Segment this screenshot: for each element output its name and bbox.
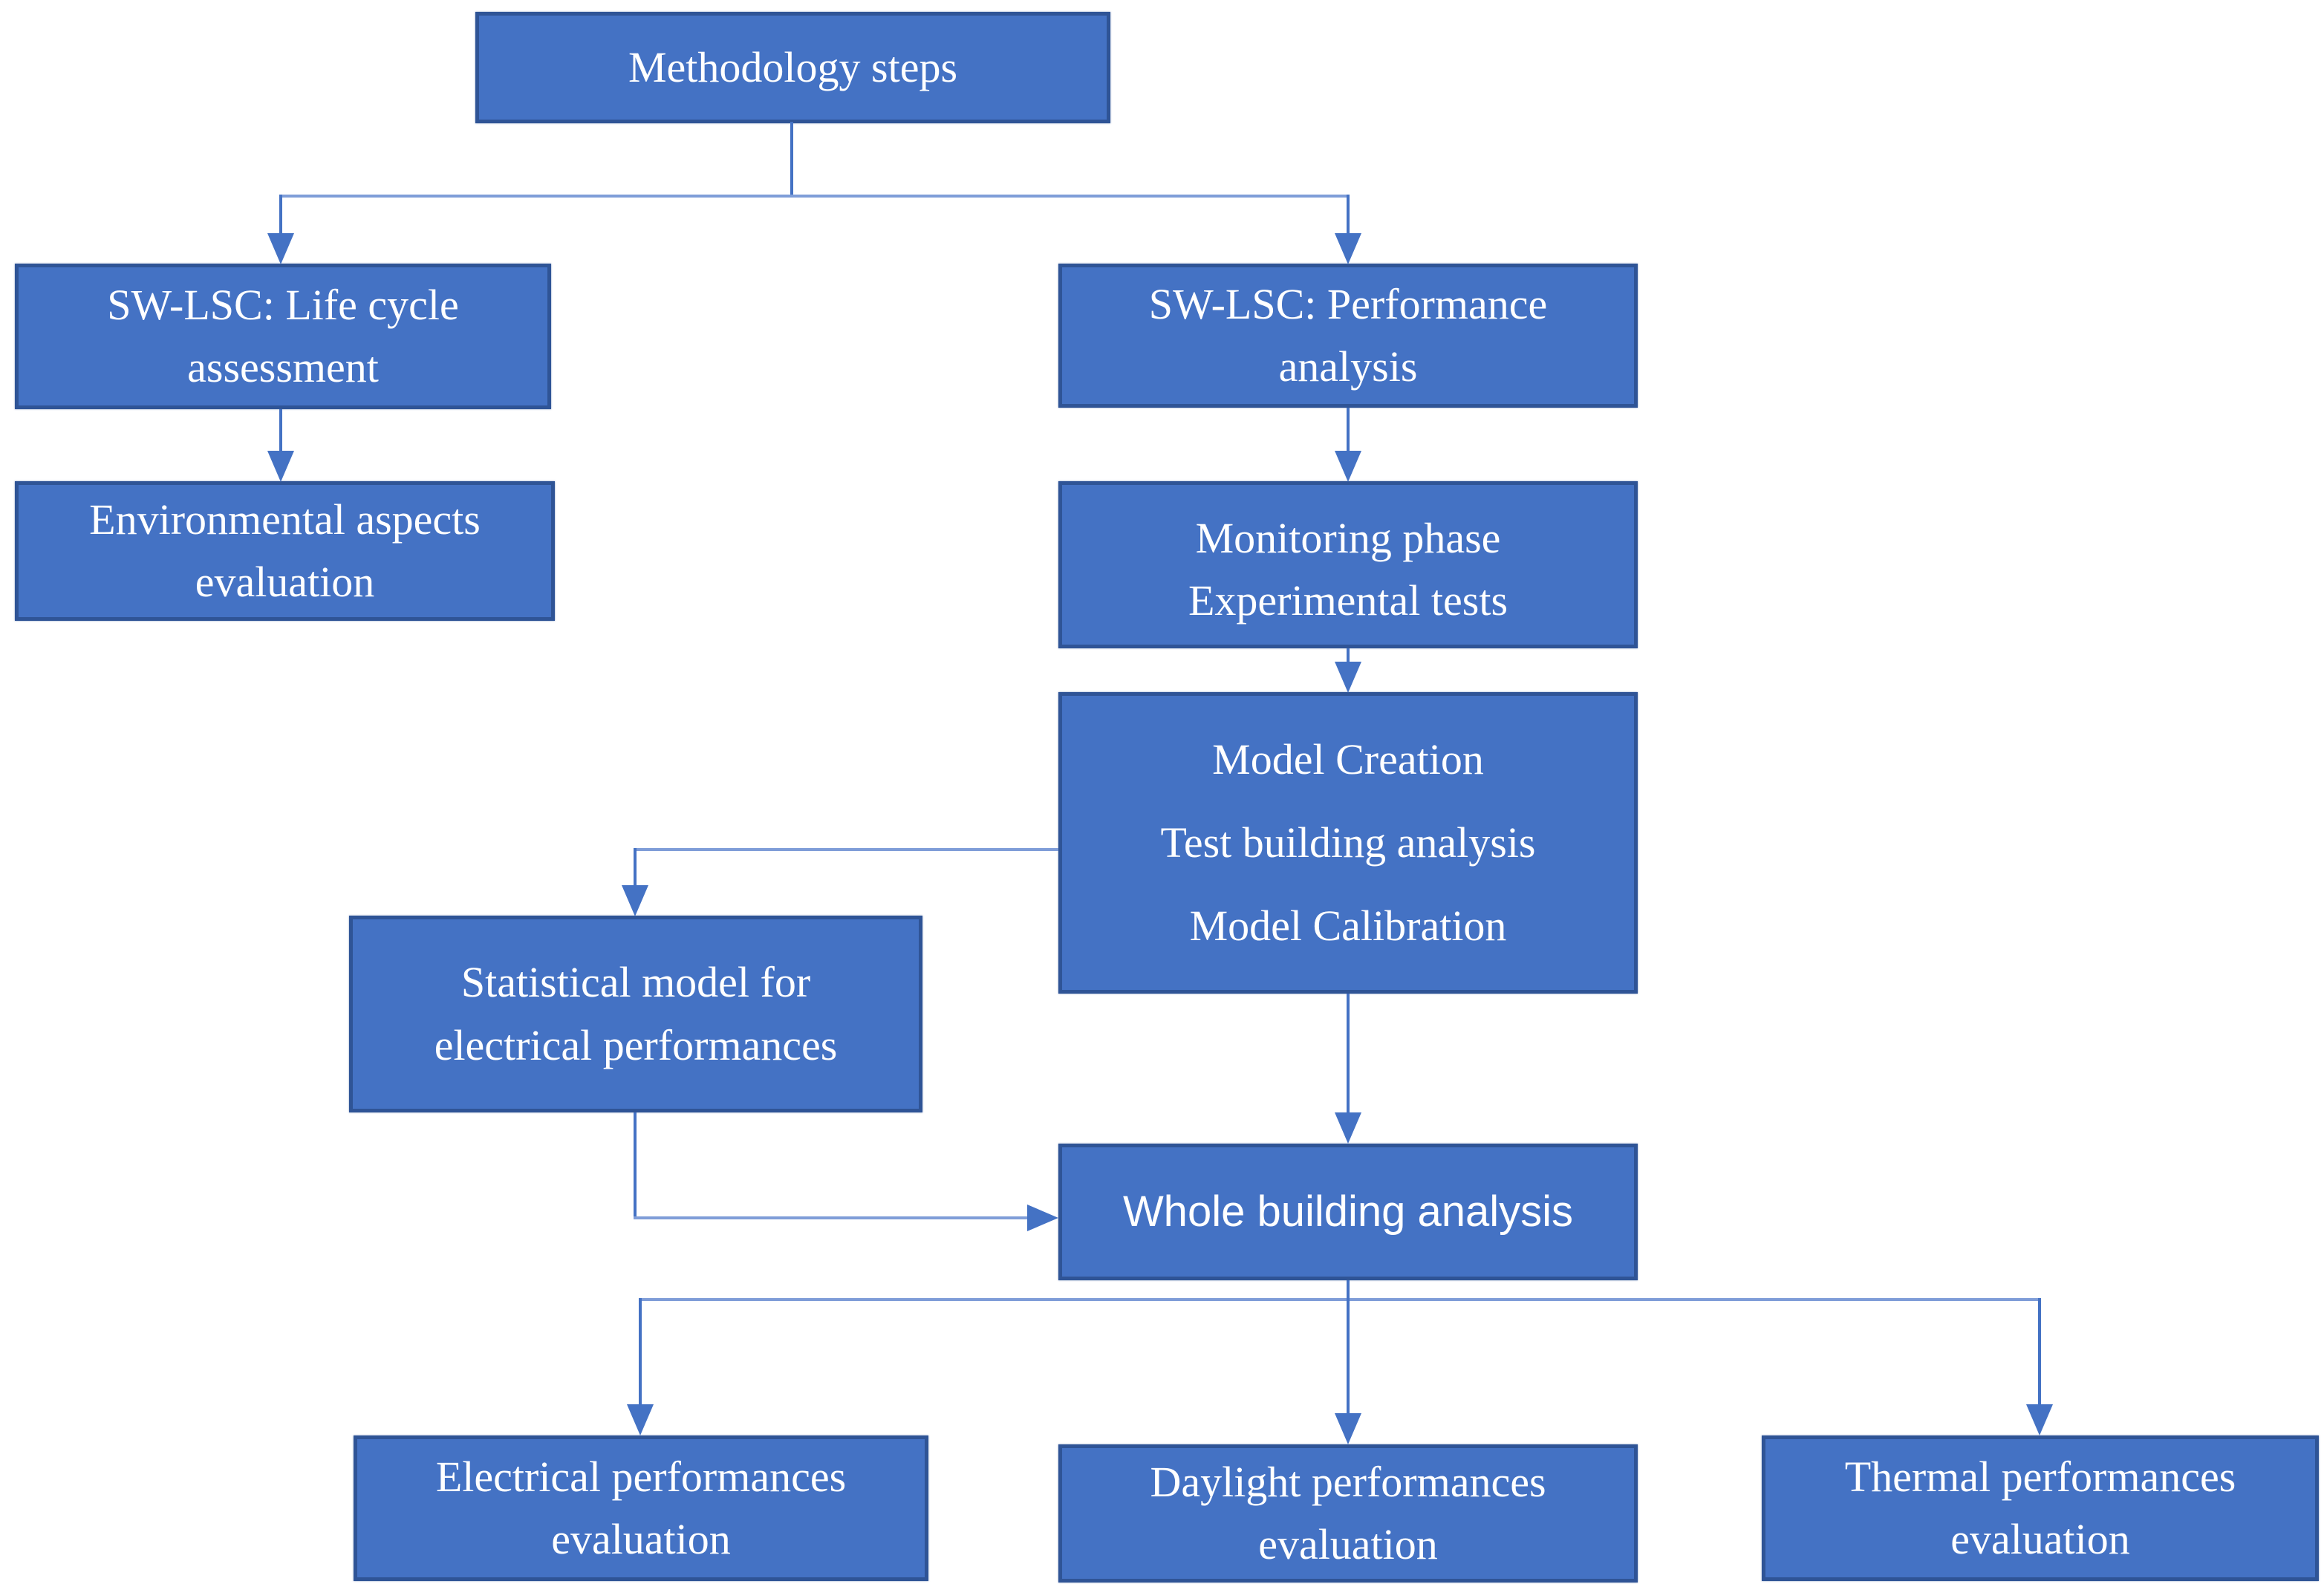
- node-label-line: Electrical performances: [435, 1452, 847, 1501]
- node-label-line: SW-LSC: Life cycle: [107, 280, 459, 329]
- arrowhead-to-statistical: [622, 885, 648, 916]
- connector-to-daylight: [1347, 1298, 1350, 1417]
- node-label-line: Daylight performances: [1150, 1457, 1546, 1506]
- node-label-line: assessment: [187, 343, 379, 391]
- node-label-line: electrical performances: [434, 1020, 838, 1069]
- arrowhead-into-whole-left: [1027, 1205, 1058, 1231]
- node-label-line: SW-LSC: Performance: [1148, 279, 1548, 328]
- node-electrical-performances: Electrical performances evaluation: [354, 1435, 928, 1581]
- node-statistical-model: Statistical model for electrical perform…: [349, 916, 922, 1112]
- connector-model-to-statistical-v: [634, 848, 637, 891]
- connector-methodology-stem: [790, 122, 793, 198]
- arrowhead-to-daylight: [1335, 1413, 1361, 1444]
- arrowhead-to-monitoring: [1335, 451, 1361, 482]
- node-label-line: evaluation: [551, 1515, 731, 1563]
- arrowhead-to-whole: [1335, 1112, 1361, 1144]
- connector-model-to-statistical-h: [635, 848, 1058, 851]
- connector-to-electrical: [639, 1298, 642, 1408]
- node-methodology-steps: Methodology steps: [475, 12, 1110, 123]
- connector-to-life-cycle: [279, 195, 282, 239]
- node-whole-building-analysis: Whole building analysis: [1058, 1144, 1638, 1280]
- node-label-line: evaluation: [195, 558, 375, 606]
- connector-statistical-to-whole-h: [634, 1216, 1029, 1219]
- connector-to-environmental: [279, 409, 282, 455]
- arrowhead-to-electrical: [627, 1404, 654, 1435]
- node-label-line: Whole building analysis: [1122, 1187, 1574, 1236]
- connector-to-performance: [1347, 195, 1350, 239]
- node-label-line: Model Creation: [1212, 734, 1484, 783]
- node-label-line: Environmental aspects: [89, 495, 481, 544]
- node-label-line: evaluation: [1950, 1515, 2130, 1563]
- connector-to-monitoring: [1347, 408, 1350, 455]
- arrowhead-to-environmental: [267, 451, 294, 482]
- node-thermal-performances: Thermal performances evaluation: [1762, 1435, 2319, 1581]
- node-daylight-performances: Daylight performances evaluation: [1058, 1444, 1638, 1583]
- connector-model-to-whole: [1347, 994, 1350, 1115]
- node-label-line: Experimental tests: [1188, 576, 1508, 625]
- node-life-cycle-assessment: SW-LSC: Life cycle assessment: [15, 264, 551, 409]
- node-label-line: Statistical model for: [460, 958, 811, 1007]
- node-environmental-aspects: Environmental aspects evaluation: [15, 481, 555, 621]
- connector-to-thermal: [2038, 1298, 2041, 1408]
- arrowhead-to-life-cycle: [267, 233, 294, 264]
- arrowhead-to-model: [1335, 662, 1361, 693]
- node-label-line: Model Calibration: [1189, 901, 1507, 950]
- node-monitoring-phase: Monitoring phase Experimental tests: [1058, 481, 1638, 648]
- node-label-line: evaluation: [1258, 1520, 1438, 1568]
- arrowhead-to-thermal: [2026, 1404, 2053, 1435]
- connector-whole-stem: [1347, 1280, 1350, 1301]
- connector-to-model: [1347, 648, 1350, 668]
- arrowhead-to-performance: [1335, 233, 1361, 264]
- node-label-line: Test building analysis: [1160, 818, 1536, 867]
- node-performance-analysis: SW-LSC: Performance analysis: [1058, 264, 1638, 408]
- connector-top-branch: [281, 195, 1350, 198]
- connector-statistical-to-whole-v: [634, 1112, 637, 1219]
- node-label-line: Monitoring phase: [1195, 514, 1501, 562]
- node-label-line: Thermal performances: [1844, 1452, 2236, 1501]
- node-label-line: Methodology steps: [628, 42, 958, 91]
- node-model-creation: Model Creation Test building analysis Mo…: [1058, 692, 1638, 994]
- node-label-line: analysis: [1278, 342, 1418, 391]
- connector-bottom-branch: [640, 1298, 2041, 1301]
